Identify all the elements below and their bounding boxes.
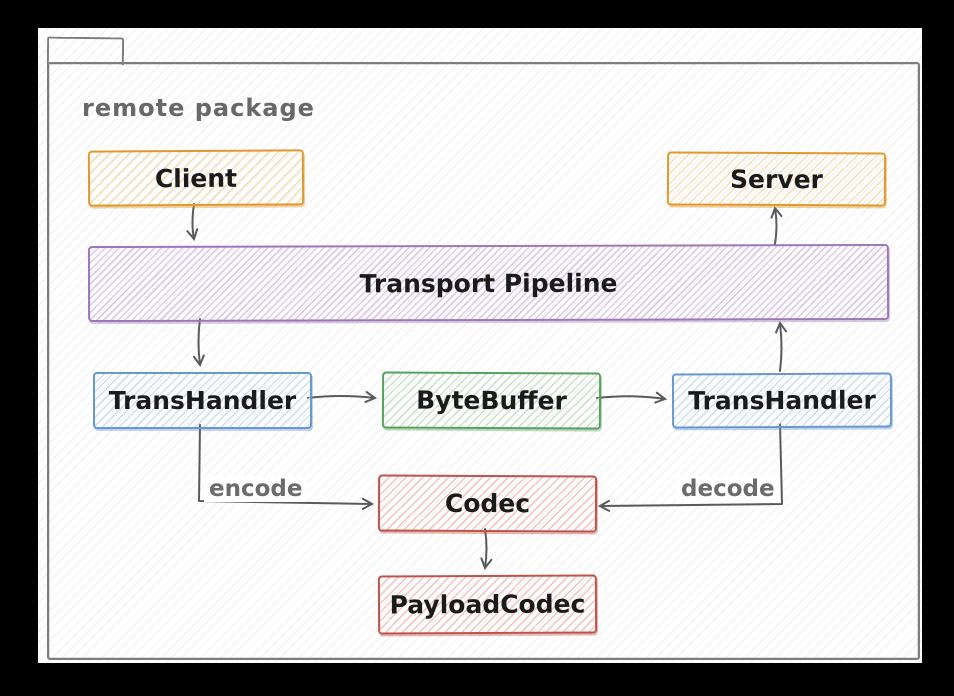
node-codec: Codec <box>377 474 598 533</box>
node-trans-handler-left-label: TransHandler <box>108 386 297 415</box>
node-transport-pipeline-label: Transport Pipeline <box>359 268 618 298</box>
node-trans-handler-right: TransHandler <box>671 372 893 429</box>
node-server: Server <box>666 151 887 207</box>
node-server-label: Server <box>729 164 824 194</box>
node-payload-codec: PayloadCodec <box>377 574 598 635</box>
package-border-shape <box>47 62 920 660</box>
node-payload-codec-label: PayloadCodec <box>389 589 586 620</box>
edge-label-decode: decode <box>676 476 780 502</box>
edge-label-encode: encode <box>204 476 308 502</box>
node-trans-handler-left: TransHandler <box>93 372 312 429</box>
diagram-canvas: remote package Client Server Transport P… <box>38 28 922 663</box>
node-byte-buffer: ByteBuffer <box>381 371 602 430</box>
node-trans-handler-right-label: TransHandler <box>688 385 876 416</box>
node-transport-pipeline: Transport Pipeline <box>87 243 890 323</box>
package-label: remote package <box>82 94 315 122</box>
node-client: Client <box>87 149 305 207</box>
node-codec-label: Codec <box>444 488 531 519</box>
node-byte-buffer-label: ByteBuffer <box>416 385 567 416</box>
node-client-label: Client <box>154 163 238 193</box>
